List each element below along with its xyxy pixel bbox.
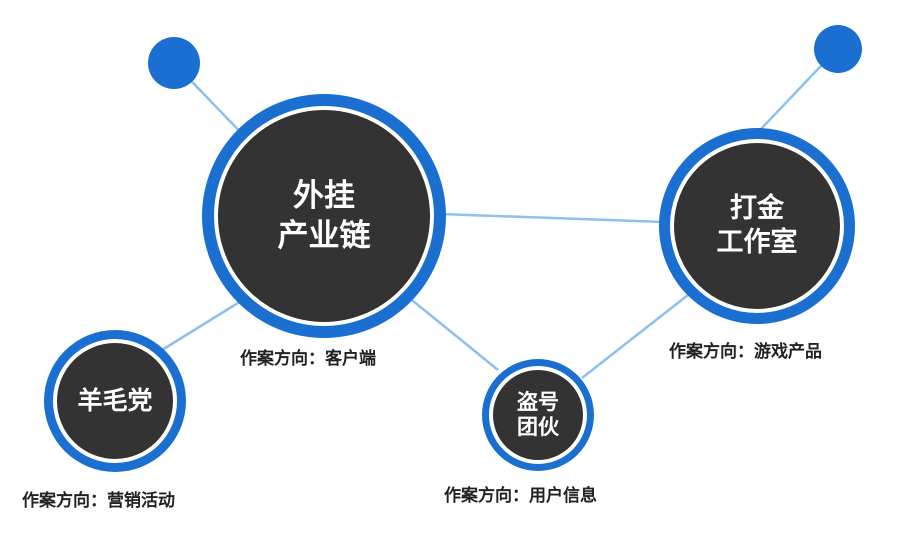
link-farming-studio-to-account-theft: [581, 294, 689, 379]
node-account-theft: 盗号 团伙: [482, 359, 594, 471]
node-account-theft-core: 盗号 团伙: [489, 366, 587, 464]
node-farming-studio-line-1: 打金: [730, 193, 784, 224]
link-plugin-chain-to-account-theft: [401, 291, 499, 371]
node-plugin-chain: 外挂 产业链: [202, 94, 446, 338]
node-plugin-chain-line-2: 产业链: [277, 218, 371, 254]
caption-plugin-chain: 作案方向：客户端: [240, 349, 376, 369]
endpoint-dot-left: [148, 37, 200, 89]
link-plugin-chain-to-wool-party: [161, 296, 247, 352]
node-wool-party-line-1: 羊毛党: [77, 386, 153, 415]
node-plugin-chain-line-1: 外挂: [293, 178, 355, 214]
node-farming-studio: 打金 工作室: [659, 128, 855, 324]
node-wool-party: 羊毛党: [44, 330, 186, 472]
endpoint-dot-right: [814, 25, 862, 73]
node-account-theft-line-1: 盗号: [517, 390, 559, 414]
caption-wool-party: 作案方向：营销活动: [22, 491, 175, 511]
node-farming-studio-core: 打金 工作室: [670, 139, 844, 313]
node-plugin-chain-core: 外挂 产业链: [214, 106, 434, 326]
node-farming-studio-line-2: 工作室: [716, 227, 798, 258]
node-account-theft-line-2: 团伙: [517, 415, 559, 439]
node-wool-party-core: 羊毛党: [53, 339, 177, 463]
caption-account-theft: 作案方向：用户信息: [444, 486, 597, 506]
caption-farming-studio: 作案方向：游戏产品: [669, 342, 822, 362]
link-plugin-chain-to-farming-studio: [439, 212, 665, 224]
